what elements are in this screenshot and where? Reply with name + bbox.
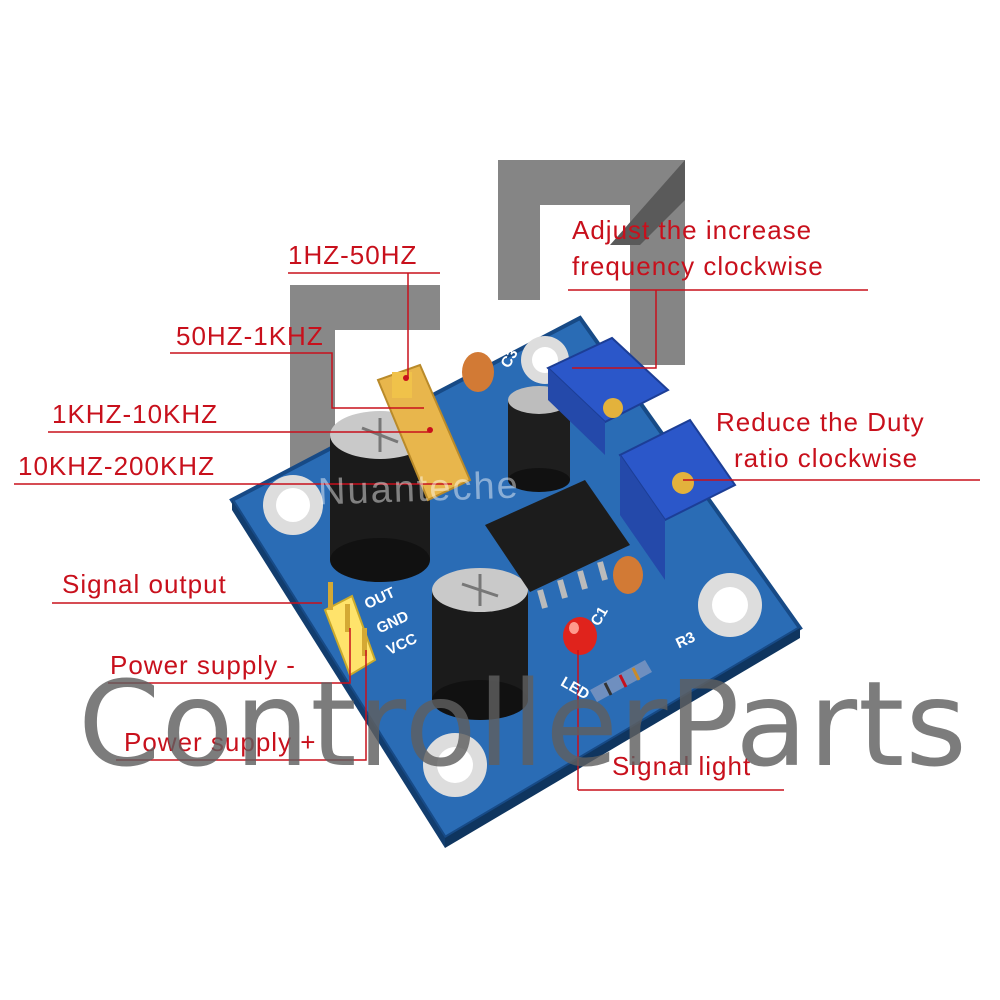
callout-power-plus <box>116 650 367 761</box>
label-range-1: 1HZ-50HZ <box>288 240 418 270</box>
label-duty-line2: ratio clockwise <box>734 443 919 473</box>
label-power-plus: Power supply + <box>124 727 317 757</box>
ceramic-capacitor <box>613 556 643 594</box>
resistor <box>590 660 652 702</box>
callout-frequency-leader <box>572 290 657 369</box>
frequency-potentiometer <box>546 336 670 455</box>
ne555-ic <box>485 480 630 609</box>
signal-led <box>563 617 597 655</box>
label-signal-light: Signal light <box>612 751 752 781</box>
callout-lines <box>14 272 980 791</box>
callout-range-2 <box>170 352 424 409</box>
watermark-text: Nuanteche <box>317 464 521 514</box>
mounting-hole <box>698 573 762 637</box>
electrolytic-capacitor <box>508 386 570 492</box>
electrolytic-capacitor <box>432 568 528 720</box>
label-range-4: 10KHZ-200KHZ <box>18 451 215 481</box>
label-frequency-line2: frequency clockwise <box>572 251 824 281</box>
label-range-3: 1KHZ-10KHZ <box>52 399 219 429</box>
callout-power-minus <box>108 628 351 684</box>
mounting-hole <box>423 733 487 797</box>
duty-potentiometer <box>618 418 737 580</box>
ceramic-capacitor <box>462 352 494 392</box>
brand-text: ControllerParts <box>78 655 968 793</box>
label-power-minus: Power supply - <box>110 650 296 680</box>
mounting-hole <box>263 475 323 535</box>
label-frequency-line1: Adjust the increase <box>572 215 813 245</box>
label-range-2: 50HZ-1KHZ <box>176 321 324 351</box>
label-duty-line1: Reduce the Duty <box>716 407 925 437</box>
label-signal-output: Signal output <box>62 569 227 599</box>
